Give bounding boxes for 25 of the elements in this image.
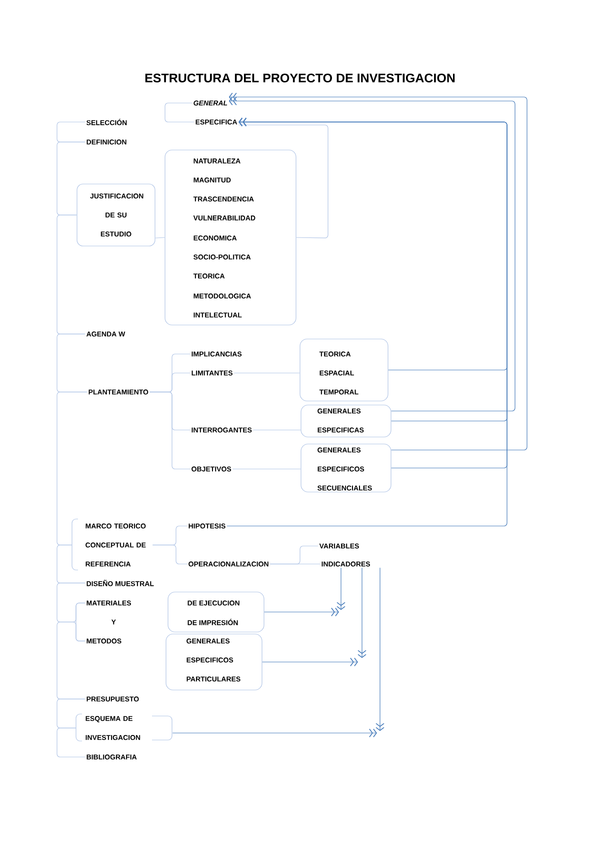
arrow <box>228 96 516 412</box>
connector-line <box>164 102 194 122</box>
connector-line <box>56 582 86 622</box>
connector-line <box>155 237 165 238</box>
arrow <box>228 92 528 450</box>
connector-line <box>56 334 88 392</box>
arrow <box>262 658 358 666</box>
connector-line <box>56 728 86 758</box>
connector-line <box>238 124 328 238</box>
arrow <box>336 567 346 610</box>
connector-line <box>152 544 188 564</box>
arrow <box>264 608 339 616</box>
arrow <box>172 728 377 738</box>
arrow <box>358 567 366 658</box>
arrow <box>226 118 508 526</box>
connector-line <box>56 622 86 700</box>
arrow <box>376 567 384 731</box>
connector-line <box>149 392 190 470</box>
connector-line <box>232 468 301 470</box>
connector-line <box>56 142 86 216</box>
connector-line <box>56 392 88 546</box>
connector-line <box>234 372 300 374</box>
title: ESTRUCTURA DEL PROYECTO DE INVESTIGACION <box>145 74 455 82</box>
connector-line <box>56 122 86 142</box>
connector-line <box>56 698 86 728</box>
